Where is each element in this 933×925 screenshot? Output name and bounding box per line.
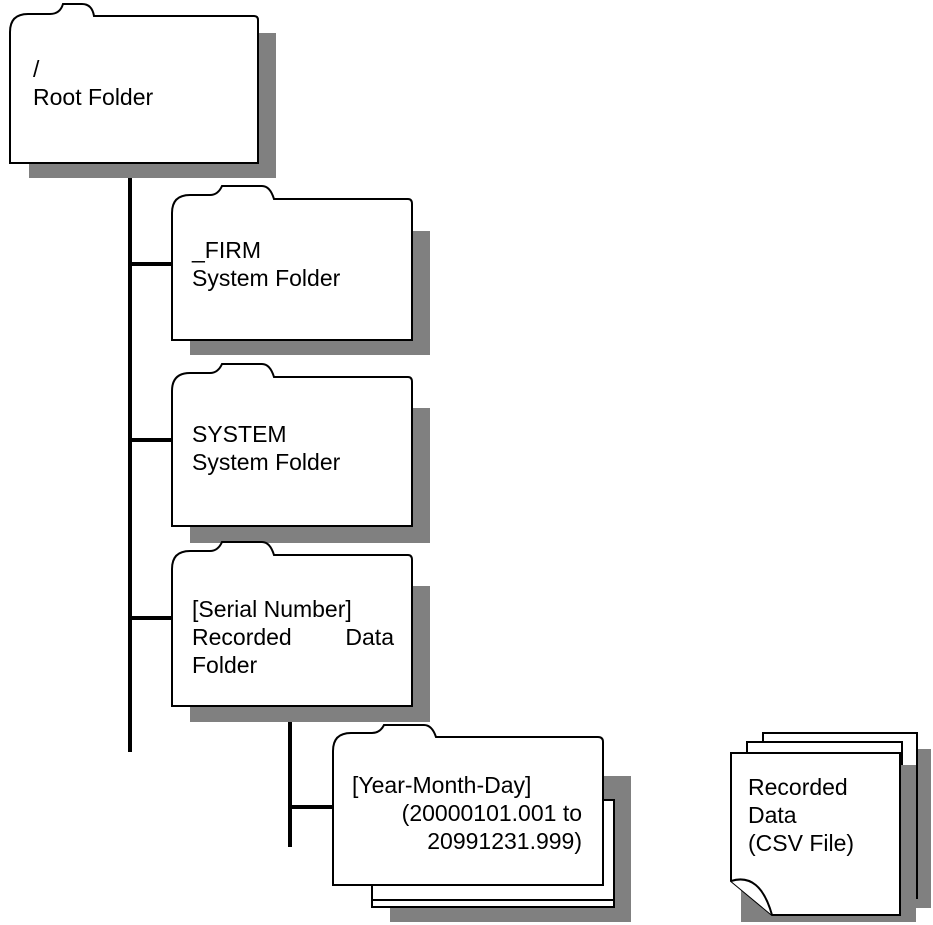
serial-folder-path: [Serial Number] <box>192 596 352 622</box>
serial-folder-icon <box>171 541 430 722</box>
csv-files-line1: Recorded <box>748 774 848 800</box>
system-folder-label: SYSTEM System Folder <box>192 420 340 476</box>
date-folder-path: [Year-Month-Day] <box>352 772 532 798</box>
root-folder-path: / <box>33 56 40 82</box>
system-folder-path: SYSTEM <box>192 421 287 447</box>
csv-files-icon <box>730 732 931 922</box>
csv-files-label: Recorded Data (CSV File) <box>748 773 854 857</box>
serial-folder-desc-row: Recorded Data <box>192 623 394 651</box>
firm-folder-desc: System Folder <box>192 265 341 291</box>
serial-folder-desc-word1: Recorded <box>192 624 292 650</box>
firm-folder-path: _FIRM <box>192 237 261 263</box>
serial-folder-desc-word2: Data <box>345 624 394 650</box>
system-folder-desc: System Folder <box>192 449 341 475</box>
root-folder-name: Root Folder <box>33 84 154 110</box>
date-folder-icon <box>332 724 631 922</box>
date-folder-range-start: (20000101.001 to <box>401 800 582 826</box>
serial-folder-desc-folder: Folder <box>192 652 258 678</box>
date-folder-label: [Year-Month-Day] (20000101.001 to 209912… <box>352 771 582 855</box>
csv-files-line3: (CSV File) <box>748 830 855 856</box>
system-folder-icon <box>171 363 430 543</box>
firm-folder-icon <box>171 185 430 355</box>
serial-folder-label: [Serial Number] Recorded Data Folder <box>192 595 394 679</box>
firm-folder-label: _FIRM System Folder <box>192 236 340 292</box>
root-folder-label: / Root Folder <box>33 55 153 111</box>
csv-files-line2: Data <box>748 802 797 828</box>
root-folder-icon <box>9 3 276 178</box>
tree-connectors <box>128 165 333 847</box>
date-folder-range-end: 20991231.999) <box>427 828 582 854</box>
